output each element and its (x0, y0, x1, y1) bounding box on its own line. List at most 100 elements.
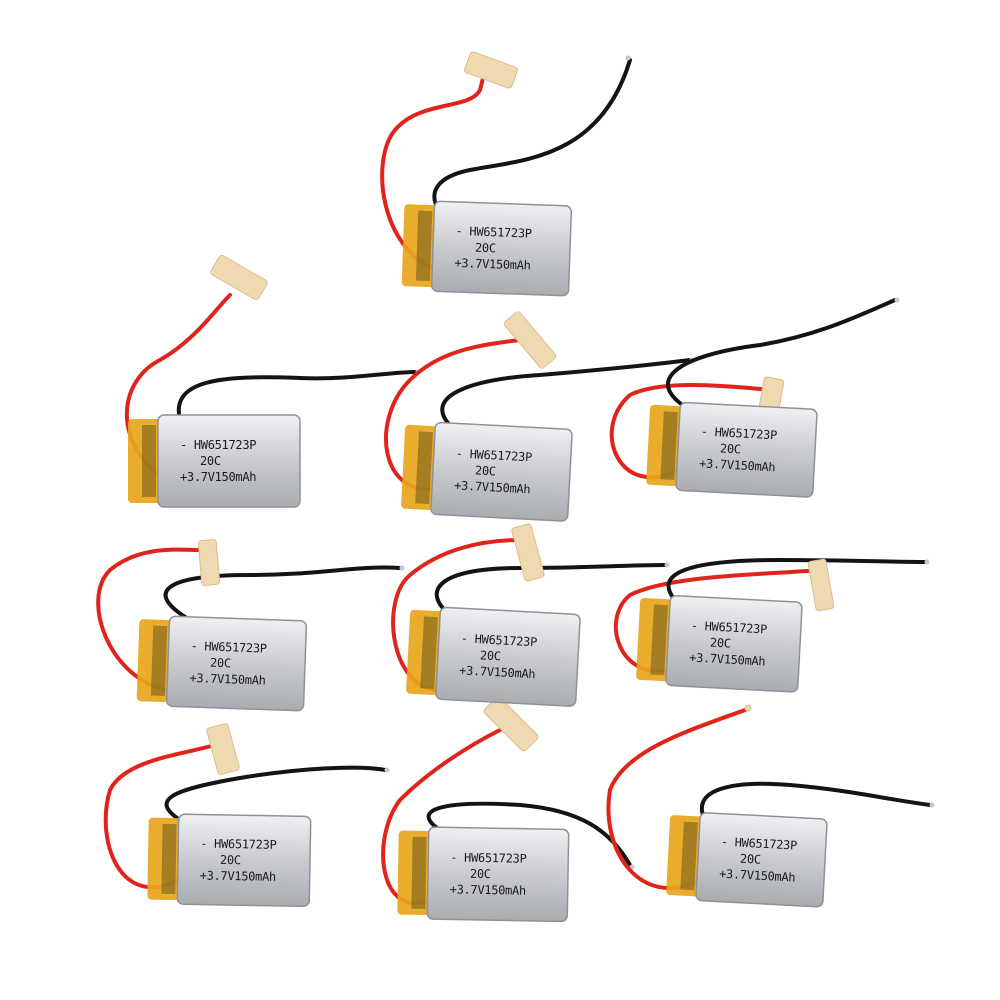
battery-model: - HW651723P (190, 638, 267, 656)
silver-pouch (157, 414, 301, 508)
wire-end-tape (503, 311, 557, 369)
black-wire (432, 58, 632, 227)
battery-cell (401, 421, 573, 522)
red-wire (381, 728, 502, 905)
silver-pouch (435, 606, 581, 707)
battery-cell (636, 594, 803, 693)
wire-end-tape (511, 523, 545, 582)
black-wire (666, 557, 927, 602)
battery-model: - HW651723P (455, 223, 532, 241)
bare-wire-tip (929, 802, 935, 808)
battery-cell (646, 401, 818, 498)
red-wire (609, 383, 772, 480)
black-wire (666, 298, 897, 412)
protection-board (150, 625, 168, 697)
protection-board (411, 836, 427, 909)
protection-board (650, 604, 668, 676)
silver-pouch (695, 812, 828, 908)
battery-cell (666, 812, 828, 908)
battery-rating: 20C (200, 454, 221, 468)
silver-pouch (665, 594, 803, 693)
battery-capacity: +3.7V150mAh (199, 868, 277, 884)
red-wire (380, 68, 487, 272)
red-wire (103, 743, 217, 890)
protection-board (161, 823, 177, 895)
battery-capacity: +3.7V150mAh (454, 255, 531, 273)
battery-cell (401, 200, 573, 297)
protection-board (142, 425, 156, 497)
wire-end-tape (464, 51, 518, 89)
battery-cell (406, 606, 581, 707)
silver-pouch (176, 813, 312, 908)
wire-end-tape (483, 696, 539, 752)
battery-capacity: +3.7V150mAh (180, 470, 257, 484)
wire-end-tape (744, 704, 752, 712)
battery-model: - HW651723P (200, 836, 277, 852)
battery-7-wires (613, 557, 930, 674)
silver-pouch (430, 200, 573, 297)
wire-end-tape (197, 539, 221, 586)
battery-rating: 20C (219, 852, 241, 868)
wire-end-tape (206, 723, 240, 775)
bare-wire-tip (399, 565, 405, 571)
battery-3-wires (384, 311, 695, 492)
battery-cell (397, 826, 570, 923)
bare-wire-tip (894, 297, 900, 303)
battery-cell (128, 414, 301, 508)
wire-end-tape (807, 558, 835, 612)
black-wire (440, 358, 692, 432)
black-wire (426, 801, 632, 867)
protection-board (660, 411, 678, 481)
red-wire (613, 568, 822, 674)
battery-5-wires (96, 539, 405, 692)
black-wire (699, 781, 932, 822)
battery-9-wires (381, 696, 635, 905)
protection-board (415, 431, 433, 505)
battery-cell (147, 813, 312, 908)
bare-wire-tip (625, 55, 631, 61)
battery-model: - HW651723P (450, 850, 527, 866)
battery-8-wires (103, 723, 390, 890)
protection-board (680, 821, 698, 891)
black-wire (164, 765, 387, 822)
red-wire (384, 338, 522, 492)
black-wire (434, 563, 667, 617)
bare-wire-tip (384, 767, 390, 773)
silver-pouch (165, 615, 308, 712)
red-wire (96, 547, 202, 692)
silver-pouch (426, 826, 570, 923)
battery-rating: 20C (469, 866, 491, 882)
black-wire (163, 565, 402, 622)
battery-capacity: +3.7V150mAh (189, 670, 266, 688)
battery-10-wires (606, 704, 935, 890)
battery-capacity: +3.7V150mAh (449, 882, 527, 898)
protection-board (415, 210, 433, 282)
black-wire (176, 370, 417, 422)
battery-cell (136, 615, 308, 712)
silver-pouch (675, 401, 818, 498)
bare-wire-tip (924, 559, 930, 565)
red-wire (606, 708, 747, 890)
protection-board (420, 616, 438, 689)
silver-pouch (430, 421, 573, 522)
bare-wire-tip (664, 562, 670, 568)
